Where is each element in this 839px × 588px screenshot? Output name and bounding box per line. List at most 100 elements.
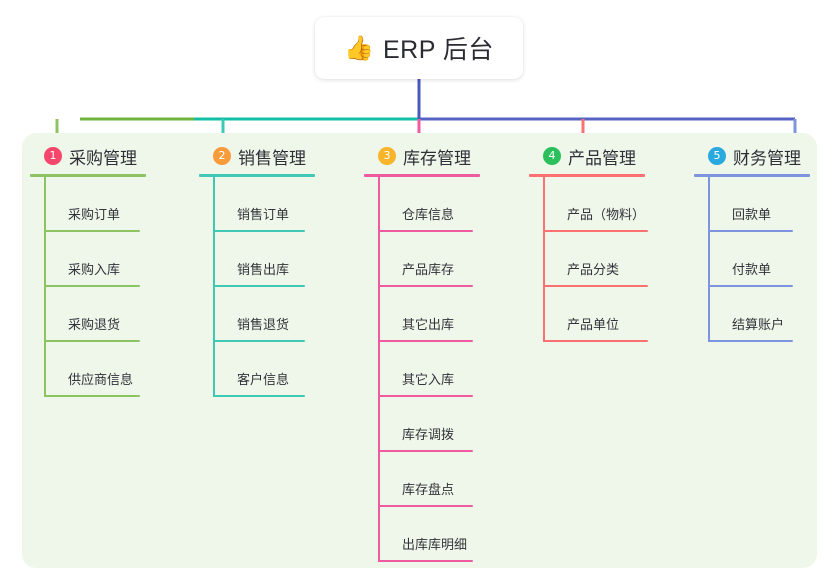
branches-panel — [22, 133, 817, 568]
list-item-rule — [44, 285, 140, 287]
branch-title-3: 库存管理 — [403, 148, 471, 168]
list-item-label: 销售退货 — [237, 317, 290, 332]
list-item-label: 产品库存 — [402, 262, 455, 277]
branch-rule-3 — [364, 174, 480, 177]
list-item[interactable]: 产品单位 — [543, 287, 679, 342]
branch-rule-1 — [30, 174, 146, 177]
list-item-label: 其它入库 — [402, 372, 455, 387]
branch-badge-4: 4 — [543, 147, 561, 165]
branch-badge-1: 1 — [44, 147, 62, 165]
branch-header-3[interactable]: 3 库存管理 — [364, 143, 514, 169]
list-item-label: 库存调拨 — [402, 427, 455, 442]
list-item[interactable]: 出库库明细 — [378, 507, 514, 562]
list-item-rule — [44, 340, 140, 342]
root-node[interactable]: 👍 ERP 后台 — [315, 17, 523, 79]
list-item[interactable]: 销售出库 — [213, 232, 349, 287]
list-item-label: 销售订单 — [237, 207, 290, 222]
branch-title-1: 采购管理 — [69, 148, 137, 168]
list-item[interactable]: 其它出库 — [378, 287, 514, 342]
list-item-rule — [378, 395, 473, 397]
list-item[interactable]: 仓库信息 — [378, 177, 514, 232]
list-item-rule — [213, 230, 305, 232]
list-item-label: 采购订单 — [68, 207, 121, 222]
list-item-rule — [708, 340, 793, 342]
list-item-rule — [44, 230, 140, 232]
list-item-rule — [708, 285, 793, 287]
branch-rule-5 — [694, 174, 810, 177]
branch-column-5: 5 财务管理回款单付款单结算账户 — [694, 143, 839, 342]
branch-spine-3 — [378, 177, 380, 562]
list-item[interactable]: 其它入库 — [378, 342, 514, 397]
list-item-label: 销售出库 — [237, 262, 290, 277]
list-item-rule — [378, 230, 473, 232]
branch-header-5[interactable]: 5 财务管理 — [694, 143, 839, 169]
branch-title-4: 产品管理 — [568, 148, 636, 168]
list-item[interactable]: 客户信息 — [213, 342, 349, 397]
branch-column-1: 1 采购管理采购订单采购入库采购退货供应商信息 — [30, 143, 180, 397]
list-item-label: 付款单 — [732, 262, 772, 277]
list-item[interactable]: 库存调拨 — [378, 397, 514, 452]
branch-items-4: 产品（物料） 产品分类产品单位 — [543, 177, 679, 342]
branch-header-1[interactable]: 1 采购管理 — [30, 143, 180, 169]
branch-rule-4 — [529, 174, 645, 177]
list-item-rule — [378, 450, 473, 452]
branch-spine-4 — [543, 177, 545, 342]
branch-items-2: 销售订单销售出库销售退货客户信息 — [213, 177, 349, 397]
list-item-label: 仓库信息 — [402, 207, 455, 222]
list-item-label: 库存盘点 — [402, 482, 455, 497]
list-item-label: 产品分类 — [567, 262, 620, 277]
list-item[interactable]: 产品库存 — [378, 232, 514, 287]
branch-title-5: 财务管理 — [733, 148, 801, 168]
list-item[interactable]: 供应商信息 — [44, 342, 180, 397]
branch-title-2: 销售管理 — [238, 148, 306, 168]
branch-column-3: 3 库存管理仓库信息产品库存其它出库其它入库库存调拨库存盘点出库库明细 — [364, 143, 514, 562]
branch-badge-5: 5 — [708, 147, 726, 165]
list-item-rule — [708, 230, 793, 232]
branch-spine-5 — [708, 177, 710, 342]
branch-badge-2: 2 — [213, 147, 231, 165]
list-item[interactable]: 回款单 — [708, 177, 839, 232]
branch-rule-2 — [199, 174, 315, 177]
branch-column-4: 4 产品管理产品（物料） 产品分类产品单位 — [529, 143, 679, 342]
branch-header-4[interactable]: 4 产品管理 — [529, 143, 679, 169]
list-item-rule — [543, 285, 648, 287]
list-item[interactable]: 产品分类 — [543, 232, 679, 287]
list-item[interactable]: 采购退货 — [44, 287, 180, 342]
list-item-label: 其它出库 — [402, 317, 455, 332]
list-item-rule — [213, 395, 305, 397]
list-item-rule — [213, 285, 305, 287]
list-item-label: 产品（物料） — [567, 207, 646, 222]
list-item-label: 采购退货 — [68, 317, 121, 332]
list-item-rule — [378, 505, 473, 507]
list-item-rule — [44, 395, 140, 397]
branch-items-3: 仓库信息产品库存其它出库其它入库库存调拨库存盘点出库库明细 — [378, 177, 514, 562]
root-title: ERP 后台 — [382, 36, 494, 64]
list-item-label: 客户信息 — [237, 372, 290, 387]
list-item-label: 供应商信息 — [68, 372, 134, 387]
list-item[interactable]: 采购入库 — [44, 232, 180, 287]
list-item-rule — [378, 340, 473, 342]
branch-spine-2 — [213, 177, 215, 397]
list-item[interactable]: 产品（物料） — [543, 177, 679, 232]
list-item[interactable]: 采购订单 — [44, 177, 180, 232]
list-item-label: 回款单 — [732, 207, 772, 222]
list-item-rule — [378, 285, 473, 287]
list-item[interactable]: 销售订单 — [213, 177, 349, 232]
list-item-label: 采购入库 — [68, 262, 121, 277]
list-item[interactable]: 库存盘点 — [378, 452, 514, 507]
list-item[interactable]: 结算账户 — [708, 287, 839, 342]
branch-header-2[interactable]: 2 销售管理 — [199, 143, 349, 169]
list-item[interactable]: 销售退货 — [213, 287, 349, 342]
list-item[interactable]: 付款单 — [708, 232, 839, 287]
branch-badge-3: 3 — [378, 147, 396, 165]
branch-spine-1 — [44, 177, 46, 397]
list-item-rule — [543, 340, 648, 342]
list-item-label: 结算账户 — [732, 317, 785, 332]
branch-items-5: 回款单付款单结算账户 — [708, 177, 839, 342]
branch-column-2: 2 销售管理销售订单销售出库销售退货客户信息 — [199, 143, 349, 397]
list-item-rule — [213, 340, 305, 342]
list-item-rule — [543, 230, 648, 232]
list-item-label: 出库库明细 — [402, 537, 468, 552]
thumbs-up-emoji: 👍 — [344, 34, 374, 62]
